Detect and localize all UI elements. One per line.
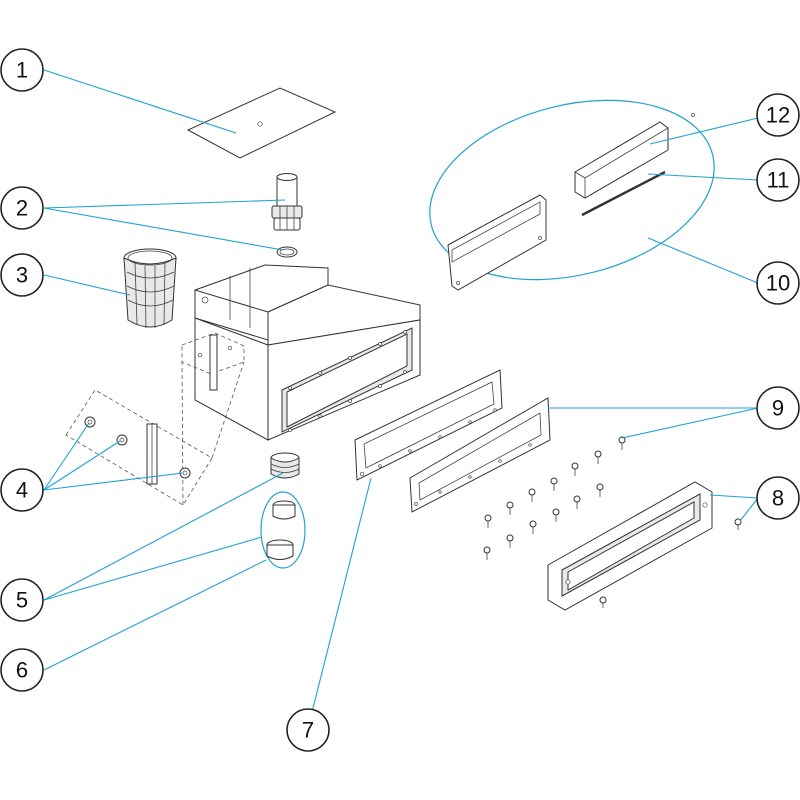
svg-text:1: 1 xyxy=(16,58,28,83)
callout-12: 12 xyxy=(756,93,800,137)
callout-4: 4 xyxy=(0,468,44,512)
screws-set[interactable] xyxy=(483,436,742,608)
part-flap[interactable] xyxy=(447,194,547,291)
callout-11: 11 xyxy=(756,158,800,202)
callout-7: 7 xyxy=(286,708,330,752)
callout-9: 9 xyxy=(756,386,800,430)
callout-1: 1 xyxy=(0,48,44,92)
callout-6: 6 xyxy=(0,648,44,692)
svg-text:5: 5 xyxy=(16,588,28,613)
svg-text:7: 7 xyxy=(302,718,314,743)
svg-text:12: 12 xyxy=(766,103,790,128)
part-cap-upper[interactable] xyxy=(272,500,296,520)
part-threaded-fitting[interactable] xyxy=(270,452,300,479)
caps-group-outline xyxy=(260,491,306,569)
callout-3: 3 xyxy=(0,253,44,297)
part-gasket-front[interactable] xyxy=(354,369,503,481)
svg-text:2: 2 xyxy=(16,196,28,221)
callout-5: 5 xyxy=(0,578,44,622)
part-cap-lower[interactable] xyxy=(266,539,294,560)
svg-text:6: 6 xyxy=(16,658,28,683)
part-nozzle[interactable] xyxy=(271,173,303,231)
skimmer-body[interactable] xyxy=(181,264,421,441)
flap-group-outline xyxy=(429,99,715,281)
part-cover-plate[interactable] xyxy=(186,87,337,159)
callout-8: 8 xyxy=(756,476,800,520)
part-side-bracket[interactable] xyxy=(65,361,245,506)
part-basket[interactable] xyxy=(123,248,177,329)
part-front-frame[interactable] xyxy=(547,481,713,611)
part-float[interactable] xyxy=(574,121,669,199)
svg-text:10: 10 xyxy=(766,271,790,296)
svg-text:4: 4 xyxy=(16,478,28,503)
svg-text:9: 9 xyxy=(772,396,784,421)
callout-2: 2 xyxy=(0,186,44,230)
svg-text:8: 8 xyxy=(772,486,784,511)
part-rod[interactable] xyxy=(581,113,695,217)
part-o-ring[interactable] xyxy=(276,246,298,258)
svg-text:11: 11 xyxy=(767,168,790,193)
leader-lines xyxy=(43,69,759,729)
part-gasket-rear[interactable] xyxy=(409,397,551,513)
callout-10: 10 xyxy=(756,261,800,305)
svg-text:3: 3 xyxy=(16,263,28,288)
